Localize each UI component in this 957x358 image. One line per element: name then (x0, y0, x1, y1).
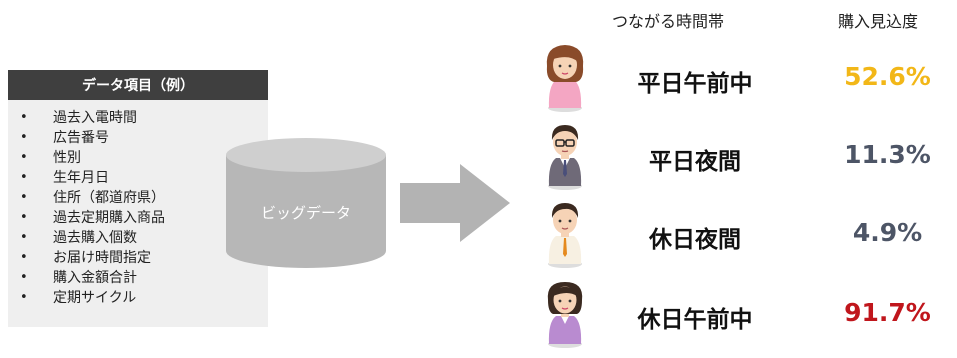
time-slot-label: 休日午前中 (637, 307, 753, 333)
data-item: 定期サイクル (8, 288, 268, 308)
time-slot-label: 休日夜間 (649, 227, 741, 253)
man-shirt-tie-icon (548, 203, 582, 268)
time-slot-label: 平日夜間 (649, 149, 741, 175)
data-item: 過去購入個数 (8, 228, 268, 248)
time-slot-label: 平日午前中 (637, 71, 753, 97)
data-item: お届け時間指定 (8, 248, 268, 268)
data-item: 広告番号 (8, 128, 268, 148)
result-row: 平日午前中 52.6% (540, 42, 950, 120)
right-arrow-icon (400, 164, 510, 242)
data-items-list: 過去入電時間 広告番号 性別 生年月日 住所（都道府県） 過去定期購入商品 過去… (8, 108, 268, 308)
data-items-title: データ項目（例） (8, 70, 268, 100)
data-item: 購入金額合計 (8, 268, 268, 288)
result-row: 休日夜間 4.9% (540, 198, 950, 276)
result-row: 休日午前中 91.7% (540, 278, 950, 356)
likelihood-value: 91.7% (844, 298, 931, 327)
data-item: 過去定期購入商品 (8, 208, 268, 228)
result-row: 平日夜間 11.3% (540, 120, 950, 198)
data-item: 生年月日 (8, 168, 268, 188)
header-time-slot: つながる時間帯 (612, 12, 725, 31)
woman-pink-icon (546, 45, 584, 112)
man-suit-glasses-icon (548, 125, 582, 190)
data-items-panel: データ項目（例） 過去入電時間 広告番号 性別 生年月日 住所（都道府県） 過去… (8, 70, 268, 327)
likelihood-value: 4.9% (852, 218, 923, 247)
bigdata-label: ビッグデータ (260, 204, 351, 222)
likelihood-value: 52.6% (844, 62, 931, 91)
likelihood-value: 11.3% (844, 140, 931, 169)
data-item: 過去入電時間 (8, 108, 268, 128)
woman-purple-icon (547, 282, 583, 348)
data-item: 性別 (8, 148, 268, 168)
data-item: 住所（都道府県） (8, 188, 268, 208)
header-likelihood: 購入見込度 (838, 12, 919, 31)
bigdata-cylinder-icon (226, 138, 386, 268)
